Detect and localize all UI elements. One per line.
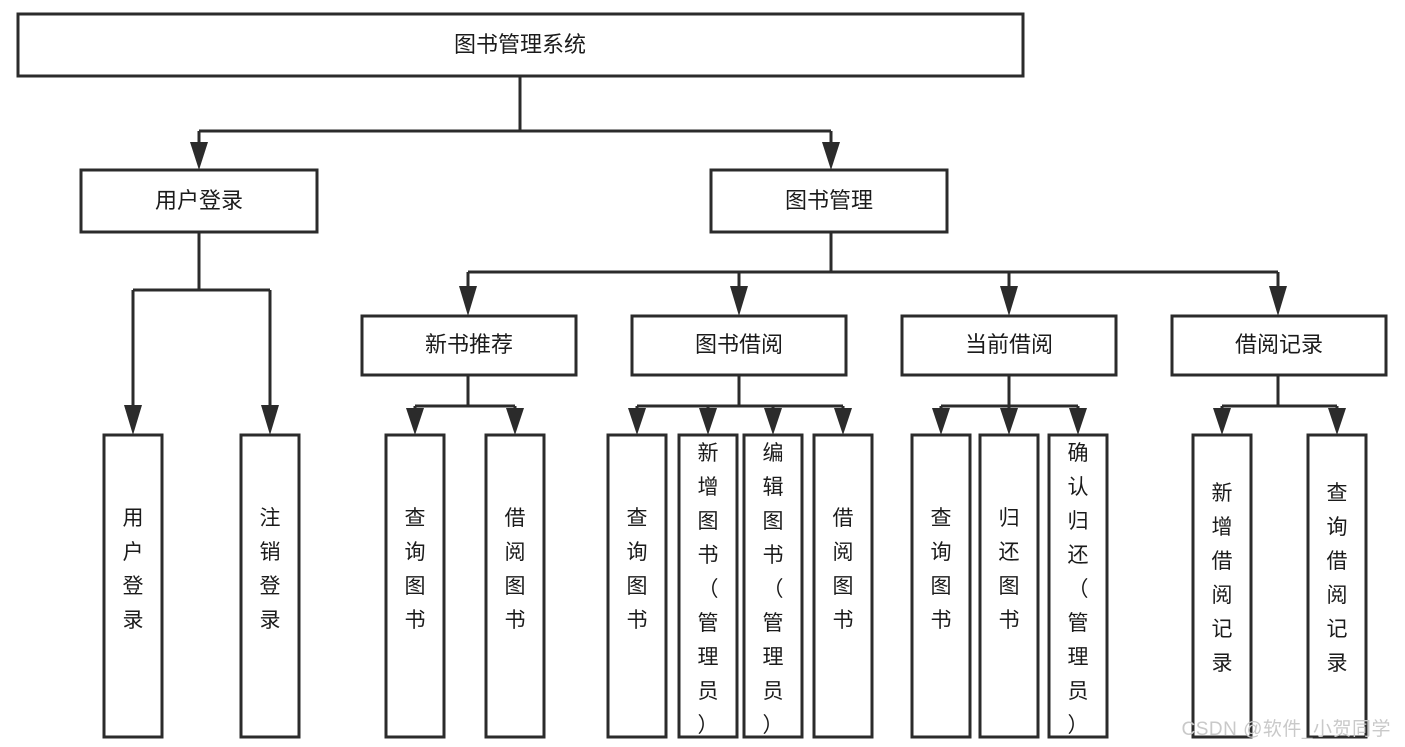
leaf-bb-query-book-label: 查询图书 <box>627 507 648 632</box>
leaf-bb-add-book[interactable]: 新增图书（管理员） <box>677 433 739 739</box>
arrow-cb-return-book <box>1000 408 1018 435</box>
node-user-login[interactable]: 用户登录 <box>79 168 319 234</box>
leaf-logout-label: 注销登录 <box>260 507 281 632</box>
leaf-bb-add-book-label: 新增图书（管理员） <box>698 442 719 737</box>
leaf-br-add-record-label: 新增借阅记录 <box>1212 482 1233 675</box>
leaf-logout-box[interactable] <box>239 433 301 739</box>
arrow-borrow-record <box>1269 286 1287 316</box>
leaf-cb-confirm-return-box[interactable] <box>1047 433 1109 739</box>
arrow-bb-borrow-book <box>834 408 852 435</box>
connectors-root-to-level2 <box>190 76 840 170</box>
node-current-borrow[interactable]: 当前借阅 <box>900 314 1118 377</box>
connectors-current-borrow-to-leaves <box>932 375 1087 435</box>
connectors-book-borrow-to-leaves <box>628 375 852 435</box>
leaf-nb-query-book-label: 查询图书 <box>405 507 426 632</box>
arrow-new-book <box>459 286 477 316</box>
node-new-book-recommend[interactable]: 新书推荐 <box>360 314 578 377</box>
leaf-cb-confirm-return-label: 确认归还（管理员） <box>1068 442 1089 737</box>
arrow-current-borrow <box>1000 286 1018 316</box>
leaf-cb-query-book-label: 查询图书 <box>931 507 952 632</box>
borrow-record-label: 借阅记录 <box>1235 332 1323 357</box>
leaf-bb-edit-book-box[interactable] <box>742 433 804 739</box>
arrow-cb-confirm-return <box>1069 408 1087 435</box>
leaf-bb-borrow-book[interactable]: 借阅图书 <box>812 433 874 739</box>
leaf-bb-edit-book-label: 编辑图书（管理员） <box>763 442 784 737</box>
arrow-book-manage <box>822 142 840 170</box>
leaf-bb-query-book-box[interactable] <box>606 433 668 739</box>
leaf-br-add-record[interactable]: 新增借阅记录 <box>1191 433 1253 739</box>
leaf-bb-query-book[interactable]: 查询图书 <box>606 433 668 739</box>
leaf-nb-borrow-book-label: 借阅图书 <box>505 507 526 632</box>
arrow-book-borrow <box>730 286 748 316</box>
root-label: 图书管理系统 <box>454 32 586 57</box>
node-book-borrow[interactable]: 图书借阅 <box>630 314 848 377</box>
leaf-cb-return-book-label: 归还图书 <box>999 507 1020 632</box>
arrow-bb-query-book <box>628 408 646 435</box>
leaf-bb-borrow-book-label: 借阅图书 <box>833 507 854 632</box>
arrow-leaf-logout <box>261 405 279 435</box>
user-login-label: 用户登录 <box>155 188 243 213</box>
leaf-logout[interactable]: 注销登录 <box>239 433 301 739</box>
borrow-record-box[interactable] <box>1170 314 1388 377</box>
leaf-bb-borrow-book-box[interactable] <box>812 433 874 739</box>
connectors-book-manage-to-level3 <box>459 232 1287 316</box>
current-borrow-box[interactable] <box>900 314 1118 377</box>
book-management-label: 图书管理 <box>785 188 873 213</box>
leaf-cb-query-book[interactable]: 查询图书 <box>910 433 972 739</box>
leaf-bb-edit-book[interactable]: 编辑图书（管理员） <box>742 433 804 739</box>
new-book-recommend-label: 新书推荐 <box>425 332 513 357</box>
node-borrow-record[interactable]: 借阅记录 <box>1170 314 1388 377</box>
leaf-cb-return-book-box[interactable] <box>978 433 1040 739</box>
arrow-bb-add-book <box>699 408 717 435</box>
new-book-recommend-box[interactable] <box>360 314 578 377</box>
leaf-user-login-box[interactable] <box>102 433 164 739</box>
csdn-watermark: CSDN @软件_小贺同学 <box>1181 719 1391 740</box>
leaf-br-add-record-box[interactable] <box>1191 433 1253 739</box>
arrow-cb-query-book <box>932 408 950 435</box>
node-root-book-management-system[interactable]: 图书管理系统 <box>16 12 1025 78</box>
arrow-bb-edit-book <box>764 408 782 435</box>
leaf-cb-return-book[interactable]: 归还图书 <box>978 433 1040 739</box>
leaf-cb-confirm-return[interactable]: 确认归还（管理员） <box>1047 433 1109 739</box>
connectors-borrow-record-to-leaves <box>1213 375 1346 435</box>
arrow-nb-query-book <box>406 408 424 435</box>
leaf-user-login[interactable]: 用户登录 <box>102 433 164 739</box>
root-box[interactable] <box>16 12 1025 78</box>
node-book-management[interactable]: 图书管理 <box>709 168 949 234</box>
arrow-leaf-user-login <box>124 405 142 435</box>
leaf-br-query-record-label: 查询借阅记录 <box>1327 482 1348 675</box>
arrow-user-login <box>190 142 208 170</box>
book-management-box[interactable] <box>709 168 949 234</box>
leaf-user-login-label: 用户登录 <box>123 507 144 632</box>
book-borrow-box[interactable] <box>630 314 848 377</box>
leaf-cb-query-book-box[interactable] <box>910 433 972 739</box>
leaf-nb-borrow-book[interactable]: 借阅图书 <box>484 433 546 739</box>
user-login-box[interactable] <box>79 168 319 234</box>
leaf-nb-query-book[interactable]: 查询图书 <box>384 433 446 739</box>
current-borrow-label: 当前借阅 <box>965 332 1053 357</box>
connectors-new-book-to-leaves <box>406 375 524 435</box>
arrow-br-add-record <box>1213 408 1231 435</box>
arrow-br-query-record <box>1328 408 1346 435</box>
leaf-nb-query-book-box[interactable] <box>384 433 446 739</box>
arrow-nb-borrow-book <box>506 408 524 435</box>
leaf-br-query-record-box[interactable] <box>1306 433 1368 739</box>
book-borrow-label: 图书借阅 <box>695 332 783 357</box>
leaf-br-query-record[interactable]: 查询借阅记录 <box>1306 433 1368 739</box>
connectors-user-login-to-leaves <box>124 232 279 435</box>
leaf-nb-borrow-book-box[interactable] <box>484 433 546 739</box>
leaf-bb-add-book-box[interactable] <box>677 433 739 739</box>
